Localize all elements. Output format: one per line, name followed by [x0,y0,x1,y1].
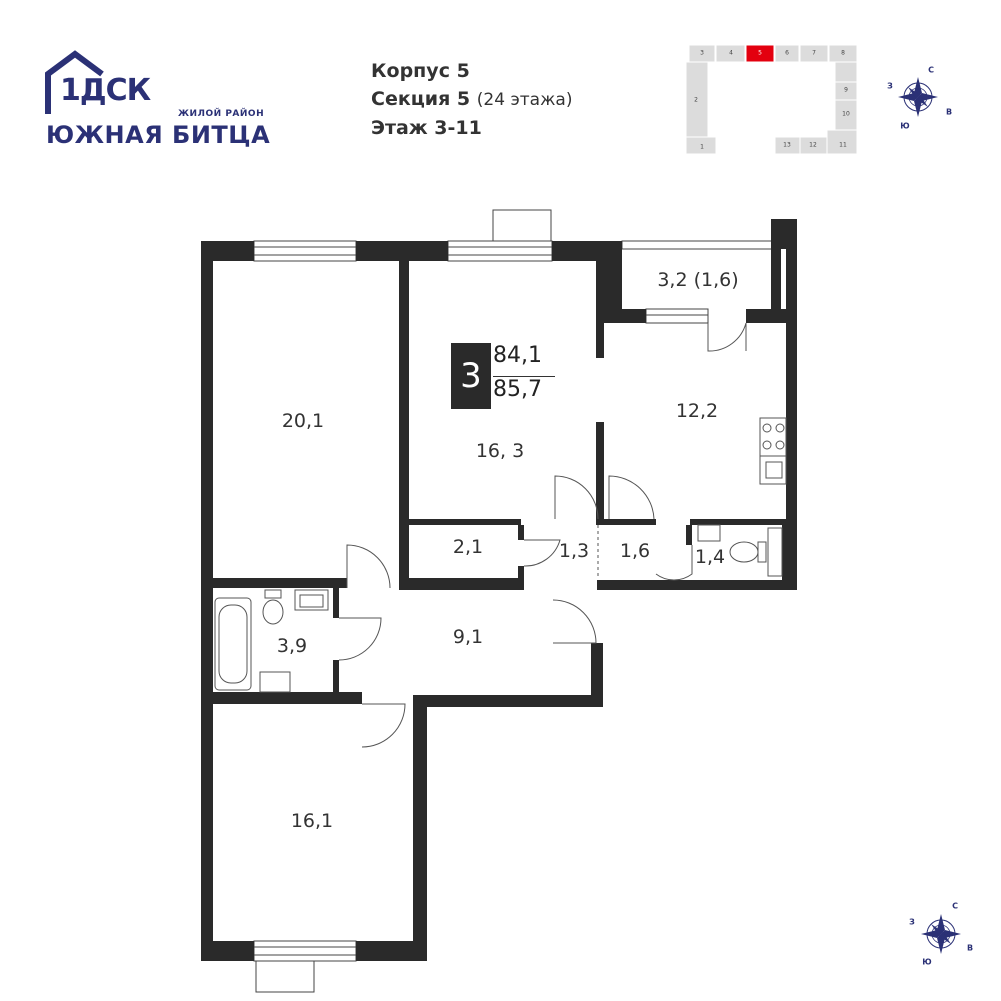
area-divider [493,376,555,377]
logo-house-icon [45,50,104,114]
compass-east: В [966,943,974,953]
sink-icon [259,671,291,693]
windows [253,209,773,993]
section-label: Секция 5 (24 этажа) [371,88,572,110]
key-plan-section: 1 [700,143,704,151]
room-area-label: 20,1 [281,410,325,432]
walls [201,219,797,961]
area-living: 84,1 [493,343,542,368]
floor-label: Этаж 3-11 [371,117,482,139]
hall-area-label: 9,1 [452,626,484,648]
logo-title: ЮЖНАЯ БИТЦА [46,121,271,149]
section-floors: (24 этажа) [476,90,573,110]
hall-small-area-label: 1,3 [558,540,590,562]
compass-north: С [928,65,934,75]
key-plan-section: 12 [809,141,817,149]
toilet-icon [729,541,759,563]
building-label: Корпус 5 [371,60,470,82]
key-plan-section: 4 [729,49,733,57]
key-plan-section: 6 [785,49,789,57]
room-count-badge: 3 [451,343,491,409]
compass-south: Ю [922,957,932,967]
key-plan-section: 7 [812,49,816,57]
key-plan-section: 8 [841,49,845,57]
section-name: Секция 5 [371,88,471,110]
bathtub-icon [214,597,252,691]
toilet-icon [262,599,284,625]
area-total: 85,7 [493,377,542,402]
key-plan-section: 11 [839,141,847,149]
key-plan-current: 5 [758,49,762,57]
compass-north: С [952,901,958,911]
wc-area-label: 1,4 [694,546,726,568]
sink-icon [759,455,787,485]
fixtures [214,417,787,693]
balcony-area-label: 3,2 (1,6) [657,269,739,291]
storage-area-label: 2,1 [452,536,484,558]
key-plan [685,44,858,155]
key-plan-section: 9 [844,86,848,94]
doors [338,322,747,748]
room-area-label: 16, 3 [475,440,525,462]
kitchen-area-label: 12,2 [675,400,719,422]
key-plan-section: 13 [783,141,791,149]
key-plan-section: 10 [842,110,850,118]
key-plan-section: 3 [700,49,704,57]
bathroom-area-label: 3,9 [276,635,308,657]
compass-west: З [887,81,893,91]
compass-south: Ю [900,121,910,131]
logo-mark: 1ДСК [60,73,151,108]
key-plan-current-section [745,44,775,63]
sink-icon [697,524,721,542]
stove-icon [759,417,787,457]
room-area-label: 16,1 [290,810,334,832]
logo-subtitle: ЖИЛОЙ РАЙОН [178,109,265,119]
compass-rose-icon [921,914,961,954]
corridor-area-label: 1,6 [619,540,651,562]
compass-rose-icon [898,77,938,117]
key-plan-section: 2 [694,96,698,104]
compass-east: В [945,107,953,117]
compass-west: З [909,917,915,927]
